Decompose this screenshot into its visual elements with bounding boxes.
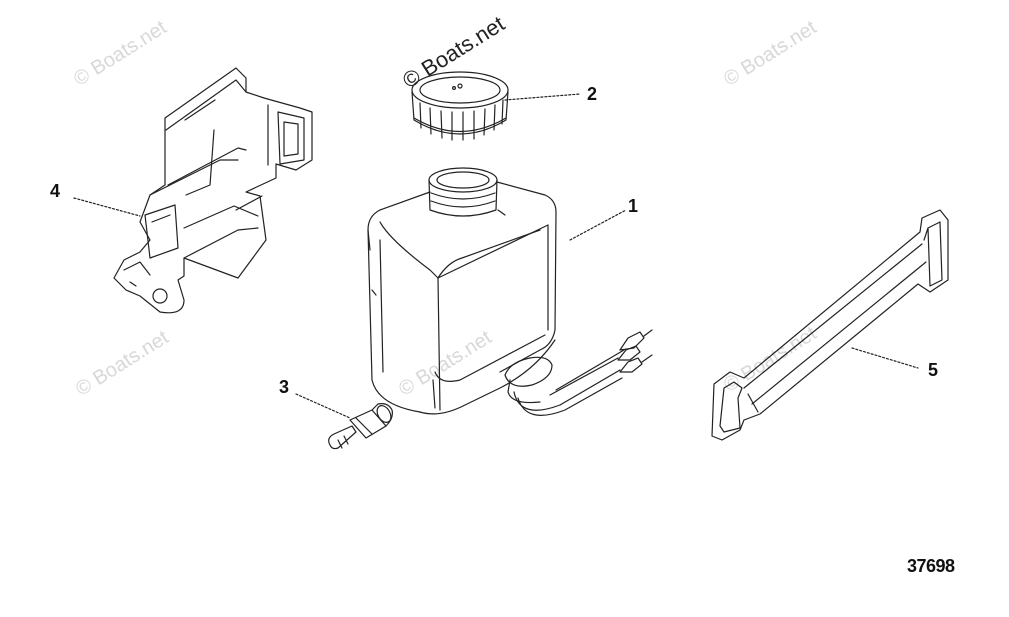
callout-5: 5 [928, 360, 939, 380]
figure-number: 37698 [907, 556, 955, 576]
leader-lines [73, 93, 919, 419]
callout-2: 2 [587, 84, 598, 104]
oil-reservoir-tank-icon [367, 167, 653, 416]
leader-line-5 [851, 347, 919, 369]
hose-barb-fitting-icon [328, 403, 393, 450]
callout-4: 4 [50, 181, 61, 201]
leader-line-4 [73, 197, 141, 217]
filler-cap-icon [411, 71, 509, 141]
callout-1: 1 [628, 196, 639, 216]
leader-line-3 [295, 393, 351, 419]
leader-line-2 [504, 93, 581, 101]
mounting-bracket-icon [113, 67, 313, 314]
callout-3: 3 [279, 377, 290, 397]
retaining-strap-icon [711, 209, 949, 441]
leader-line-1 [569, 209, 627, 241]
